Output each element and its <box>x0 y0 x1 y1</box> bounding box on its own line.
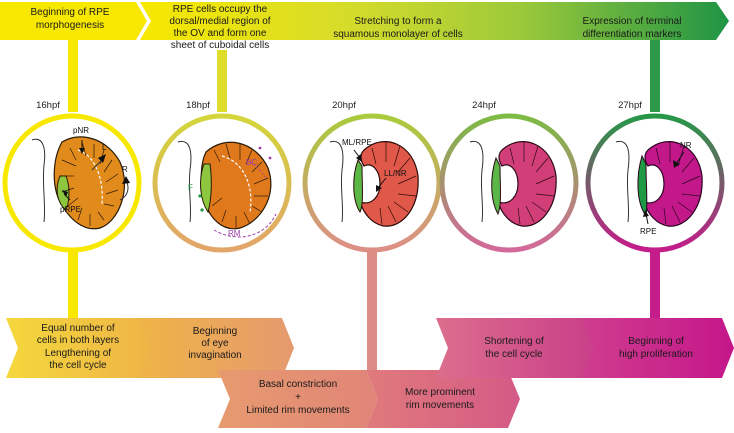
box-1-line-4: the cell cycle <box>49 360 107 371</box>
stage-labels: 16hpf 18hpf 20hpf 24hpf 27hpf <box>36 100 642 111</box>
banner-arrow-1 <box>0 2 147 40</box>
label-rm: RM <box>228 229 241 238</box>
box-2-line-2: of eye <box>201 338 229 349</box>
bottom-box-1 <box>6 318 152 378</box>
box-2-line-1: Beginning <box>193 326 237 337</box>
label-rpe: RPE <box>640 227 656 236</box>
box-5-line-2: the cell cycle <box>485 349 543 360</box>
label-l: L <box>102 143 107 152</box>
embryo-20hpf: ML/RPE LL/NR <box>329 138 419 227</box>
stem-bottom-1 <box>68 250 78 318</box>
stage-label-18hpf: 18hpf <box>186 100 210 111</box>
box-5-line-1: Shortening of <box>484 336 544 347</box>
box-3-line-2: + <box>295 392 301 403</box>
stage-label-24hpf: 24hpf <box>472 100 496 111</box>
label-r: R <box>122 165 128 174</box>
banner-1-line-1: Beginning of RPE <box>31 7 110 18</box>
stage-label-20hpf: 20hpf <box>332 100 356 111</box>
stage-label-16hpf: 16hpf <box>36 100 60 111</box>
label-prpe: pRPE <box>60 205 81 214</box>
stem-top-1 <box>68 40 78 112</box>
label-pnr: pNR <box>73 126 89 135</box>
label-nr: NR <box>680 141 692 150</box>
bottom-text: Equal number of cells in both layers Len… <box>37 323 693 416</box>
embryo-18hpf: BC F RM <box>177 140 277 238</box>
optic-vesicle-16 <box>53 136 125 230</box>
stem-bottom-3 <box>367 250 377 370</box>
bottom-box-2 <box>138 318 294 378</box>
rpe-region-18 <box>200 163 212 214</box>
label-bc: BC <box>246 158 257 167</box>
stage-label-27hpf: 27hpf <box>618 100 642 111</box>
box-1-line-2: cells in both layers <box>37 335 119 346</box>
label-f: F <box>188 183 193 192</box>
label-ll-nr: LL/NR <box>384 169 407 178</box>
banner-3-line-2: squamous monolayer of cells <box>333 29 463 40</box>
banner-2-line-4: sheet of cuboidal cells <box>171 40 269 51</box>
box-6-line-2: high proliferation <box>619 349 693 360</box>
top-banner <box>0 2 729 40</box>
stage-ring-20hpf <box>302 113 442 253</box>
banner-2-line-3: the OV and form one <box>174 28 267 39</box>
embryo-27hpf: NR RPE <box>615 140 703 236</box>
banner-2-line-2: dorsal/medial region of <box>169 16 270 27</box>
banner-text: Beginning of RPE morphogenesis RPE cells… <box>31 4 682 51</box>
rpe-layer-24 <box>491 156 501 216</box>
box-4-line-2: rim movements <box>406 400 474 411</box>
rpe-layer-20 <box>353 158 363 213</box>
embryo-24hpf <box>469 140 557 227</box>
bottom-box-4 <box>366 370 520 428</box>
prpe-region-16 <box>56 175 70 211</box>
banner-3-line-1: Stretching to form a <box>354 16 442 27</box>
box-3-line-1: Basal constriction <box>259 379 337 390</box>
box-1-line-1: Equal number of <box>41 323 115 334</box>
banner-4-line-1: Expression of terminal <box>583 16 682 27</box>
stem-top-2 <box>217 50 227 112</box>
connector-stems <box>68 40 660 370</box>
embryo-outline-16 <box>31 138 46 223</box>
bottom-box-5 <box>436 318 598 378</box>
banner-1-line-2: morphogenesis <box>36 20 104 31</box>
banner-arrow-main <box>140 2 729 40</box>
bottom-boxes <box>6 318 734 428</box>
banner-2-line-1: RPE cells occupy the <box>173 4 268 15</box>
box-3-line-3: Limited rim movements <box>246 405 349 416</box>
stem-top-5 <box>650 40 660 112</box>
label-ml-rpe: ML/RPE <box>342 138 372 147</box>
stem-bottom-5 <box>650 250 660 318</box>
bottom-box-6 <box>582 318 734 378</box>
embryo-16hpf: pNR L R pRPE <box>31 126 130 230</box>
bottom-box-3 <box>218 370 378 428</box>
banner-4-line-2: differentiation markers <box>583 29 682 40</box>
box-2-line-3: invagination <box>188 350 241 361</box>
box-6-line-1: Beginning of <box>628 336 684 347</box>
box-1-line-3: Lengthening of <box>45 348 111 359</box>
box-4-line-1: More prominent <box>405 387 475 398</box>
